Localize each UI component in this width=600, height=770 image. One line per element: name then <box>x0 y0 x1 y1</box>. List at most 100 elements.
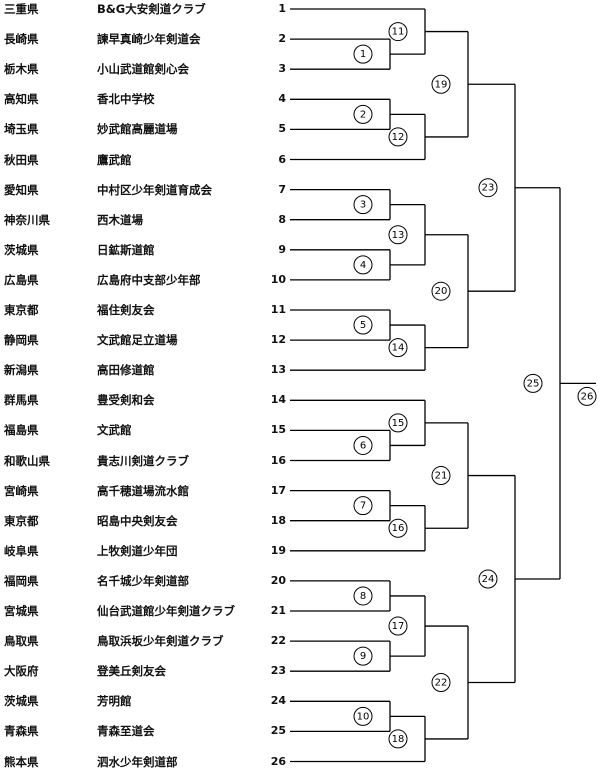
entry-seed-number: 15 <box>270 423 286 437</box>
entry-prefecture: 栃木県 <box>4 62 39 77</box>
entry-seed-number: 20 <box>270 573 286 587</box>
entry-seed-number: 3 <box>278 62 286 76</box>
match-label: 6 <box>360 440 366 451</box>
entry-team: 芳明館 <box>97 694 132 709</box>
match-label: 1 <box>360 49 366 60</box>
entry-seed-number: 21 <box>270 604 286 617</box>
entry-team: 高千穂道場流水館 <box>97 483 189 498</box>
entry-seed-number: 16 <box>270 453 286 467</box>
match-label: 20 <box>435 286 448 297</box>
entry-prefecture: 宮崎県 <box>4 483 39 498</box>
match-circle <box>353 44 373 64</box>
match-label: 3 <box>360 200 366 211</box>
entry-seed-number: 6 <box>278 152 286 166</box>
entry-seed-number: 4 <box>278 92 286 106</box>
match-number: 2 <box>353 104 373 124</box>
entry-team: 貴志川剣道クラブ <box>97 453 189 468</box>
entry-prefecture: 愛知県 <box>4 182 39 197</box>
match-circle <box>431 672 451 692</box>
match-label: 15 <box>392 418 405 429</box>
match-label: 25 <box>527 378 540 389</box>
entry-team: 小山武道館剣心会 <box>97 62 189 77</box>
entry-team: 文武館 <box>97 423 132 438</box>
match-label: 23 <box>482 183 495 194</box>
match-circle <box>431 74 451 94</box>
entry-team: 香北中学校 <box>97 92 155 107</box>
entry-seed-number: 22 <box>270 634 286 648</box>
entry-team: 豊受剣和会 <box>97 393 155 408</box>
match-label: 7 <box>360 501 366 512</box>
match-label: 5 <box>360 320 366 331</box>
match-circle <box>388 338 408 358</box>
match-number: 12 <box>388 127 408 147</box>
match-circle <box>353 435 373 455</box>
match-circle <box>577 386 597 406</box>
match-circle <box>523 373 543 393</box>
match-number: 14 <box>388 338 408 358</box>
match-number: 5 <box>353 315 373 335</box>
entry-team: 仙台武道館少年剣道クラブ <box>97 604 235 618</box>
match-label: 2 <box>360 109 366 120</box>
entry-seed-number: 7 <box>278 182 286 196</box>
entry-team: 青森至道会 <box>97 724 155 739</box>
match-circle <box>388 616 408 636</box>
match-label: 12 <box>392 132 405 143</box>
match-number: 25 <box>523 373 543 393</box>
match-number: 6 <box>353 435 373 455</box>
match-circle <box>431 281 451 301</box>
entry-team: 妙武館高麗道場 <box>97 122 178 137</box>
entry-team: 高田修道館 <box>97 363 155 378</box>
entry-team: 昭島中央剣友会 <box>97 513 178 528</box>
entry-seed-number: 17 <box>270 483 286 497</box>
entry-team: 西木道場 <box>97 212 143 227</box>
entry-seed-number: 12 <box>270 333 286 347</box>
entry-prefecture: 静岡県 <box>4 333 39 348</box>
entry-team: 福住剣友会 <box>97 303 155 317</box>
entry-prefecture: 秋田県 <box>4 152 39 167</box>
entry-prefecture: 東京都 <box>4 513 39 528</box>
entry-team: 中村区少年剣道育成会 <box>97 182 212 197</box>
match-circle <box>388 127 408 147</box>
match-number: 24 <box>478 569 498 589</box>
match-label: 4 <box>360 260 366 271</box>
entry-seed-number: 24 <box>270 694 286 708</box>
entry-seed-number: 8 <box>278 212 286 226</box>
match-number: 15 <box>388 413 408 433</box>
entry-seed-number: 9 <box>278 242 286 256</box>
entry-team: 登美丘剣友会 <box>97 664 166 679</box>
entry-team: 上牧剣道少年団 <box>97 543 178 558</box>
match-label: 21 <box>435 471 448 482</box>
entry-seed-number: 2 <box>278 32 286 46</box>
match-number: 18 <box>388 729 408 749</box>
match-number: 21 <box>431 466 451 486</box>
match-circle <box>478 569 498 589</box>
match-circle <box>431 466 451 486</box>
entry-prefecture: 茨城県 <box>4 694 39 709</box>
match-number: 19 <box>431 74 451 94</box>
match-number: 3 <box>353 195 373 215</box>
match-label: 24 <box>482 574 495 585</box>
entry-prefecture: 高知県 <box>4 92 39 107</box>
entry-prefecture: 茨城県 <box>4 242 39 257</box>
match-number: 8 <box>353 586 373 606</box>
match-circle <box>388 413 408 433</box>
entry-seed-number: 5 <box>278 122 286 136</box>
match-label: 16 <box>392 523 405 534</box>
match-number: 9 <box>353 646 373 666</box>
match-number: 4 <box>353 255 373 275</box>
entry-seed-number: 19 <box>270 543 286 557</box>
entry-team: 文武館足立道場 <box>97 333 178 348</box>
entry-prefecture: 群馬県 <box>4 393 39 408</box>
entry-prefecture: 福岡県 <box>4 573 39 588</box>
match-circle <box>353 255 373 275</box>
entry-team: 鳥取浜坂少年剣道クラブ <box>97 634 224 649</box>
entry-prefecture: 東京都 <box>4 303 39 317</box>
match-number: 13 <box>388 225 408 245</box>
match-number: 17 <box>388 616 408 636</box>
match-number: 26 <box>577 386 597 406</box>
entry-prefecture: 広島県 <box>4 272 39 287</box>
match-number: 10 <box>353 706 373 726</box>
match-number: 11 <box>388 22 408 42</box>
entry-prefecture: 大阪府 <box>4 664 39 679</box>
